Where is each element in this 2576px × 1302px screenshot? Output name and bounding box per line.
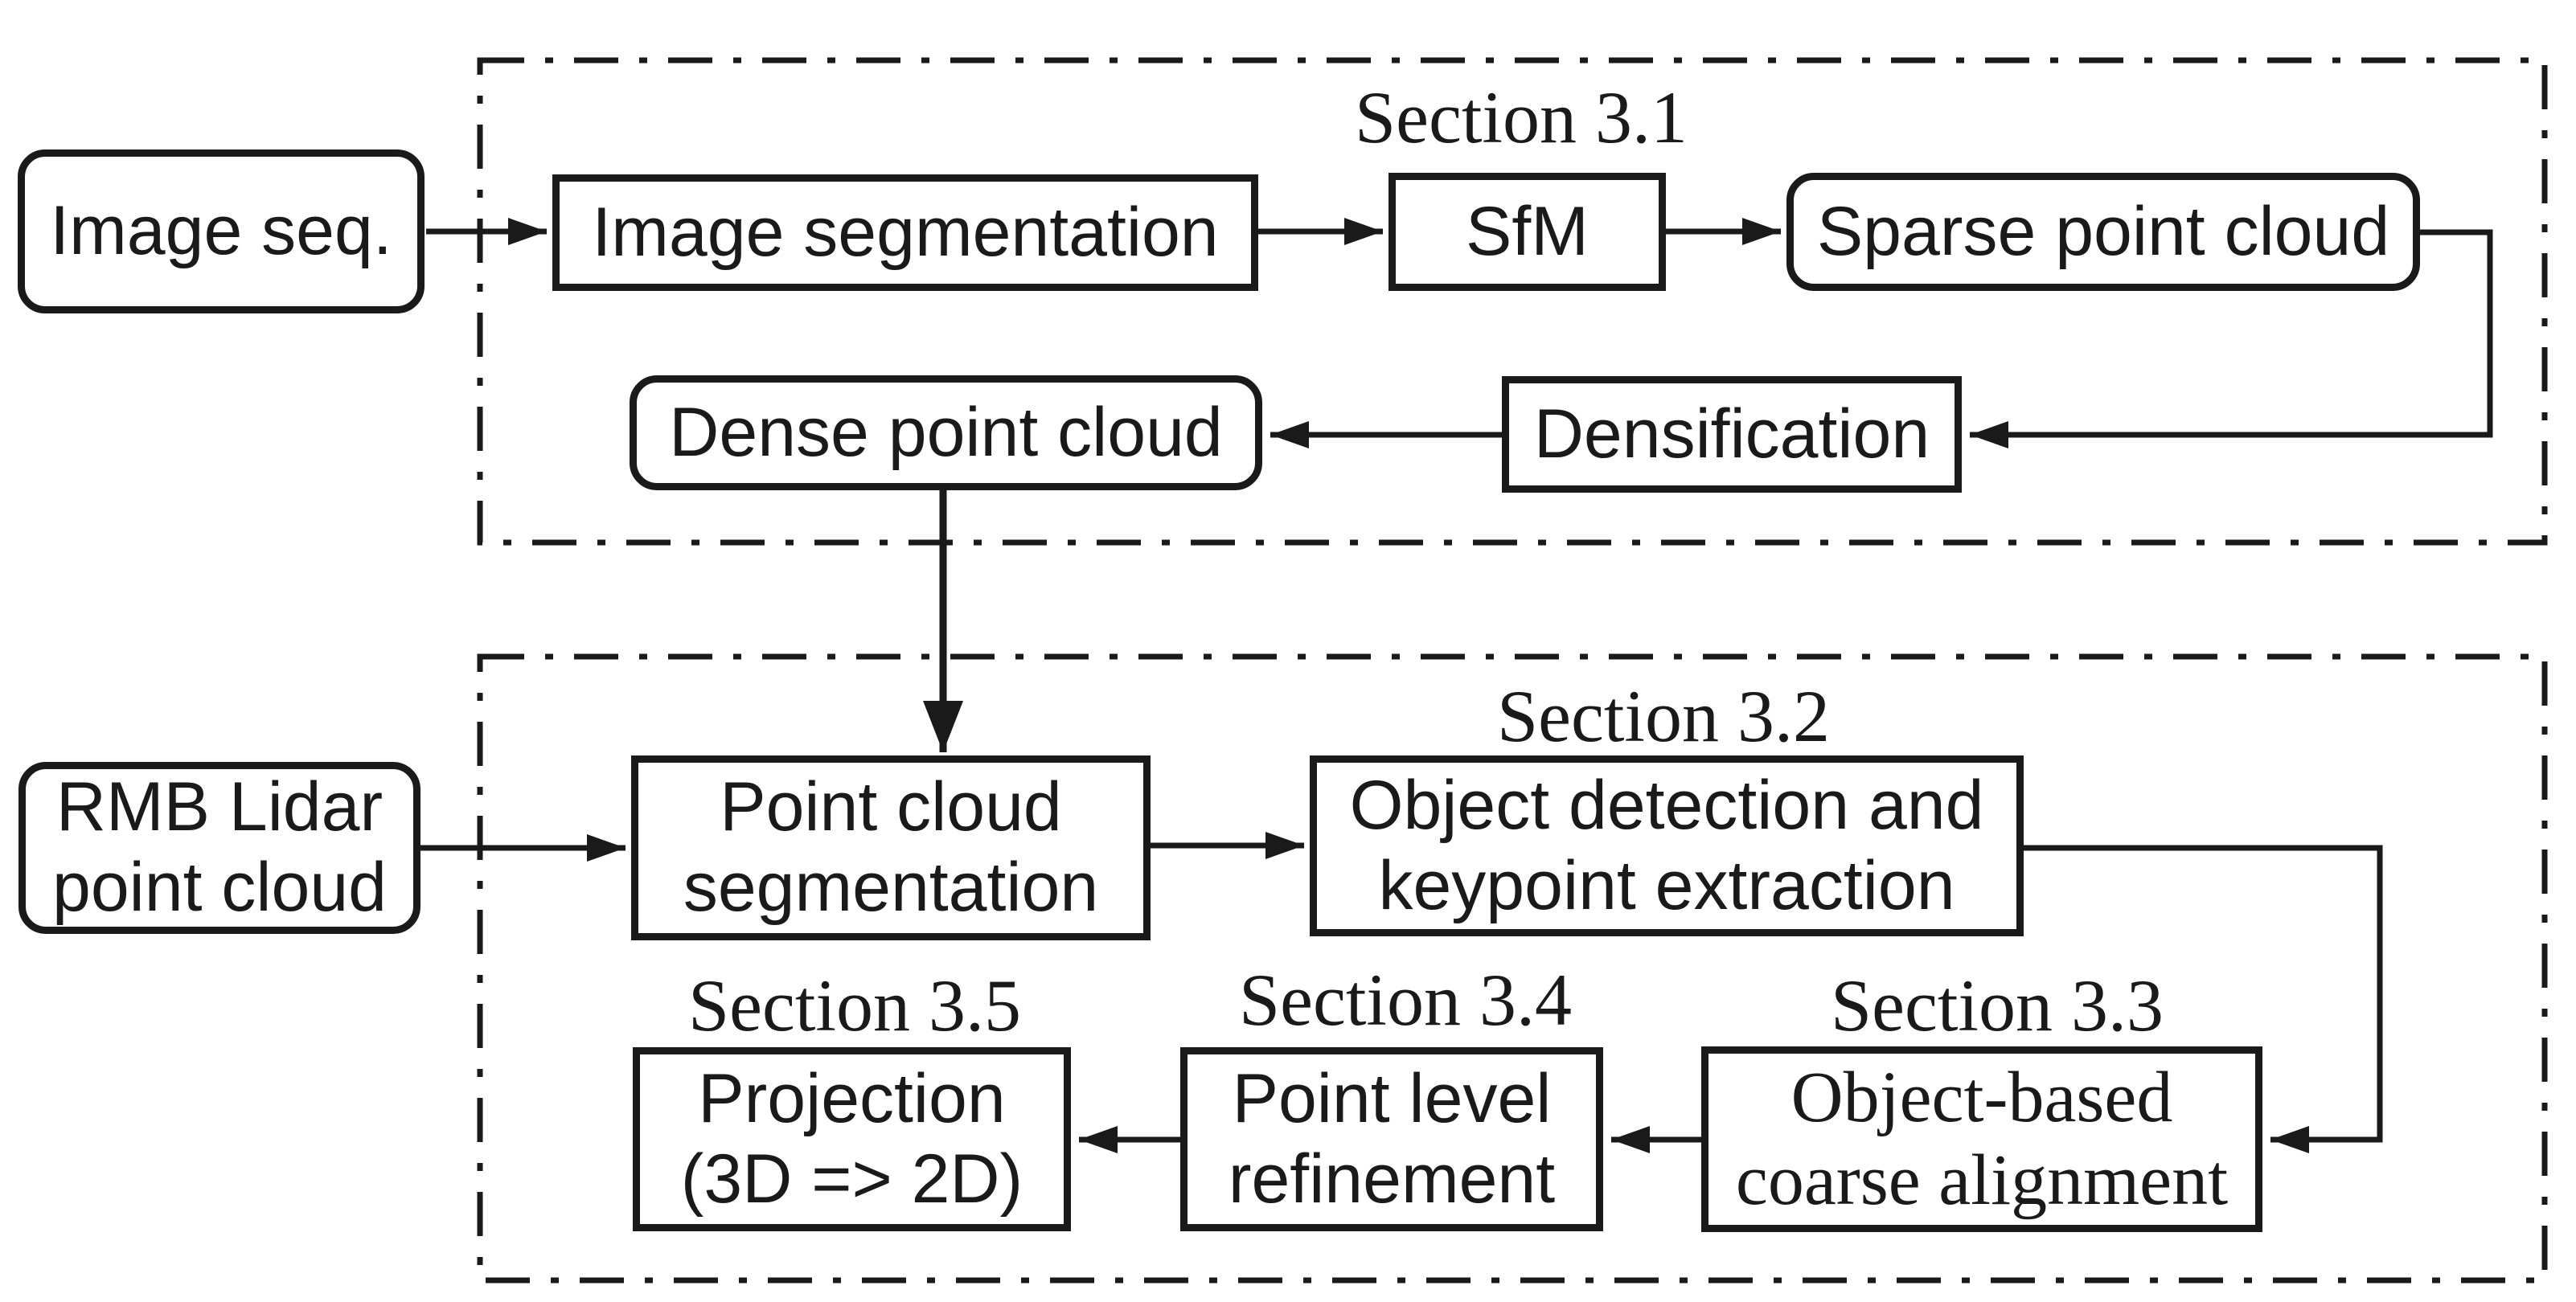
node-image-seq: Image seq. [18, 149, 425, 313]
node-point-cloud-segmentation: Point cloud segmentation [631, 755, 1151, 940]
node-image-segmentation: Image segmentation [552, 174, 1258, 291]
section-3-2-label: Section 3.2 [1497, 675, 1830, 757]
node-point-level-refinement: Point level refinement [1180, 1047, 1603, 1231]
node-rmb-lidar-point-cloud: RMB Lidar point cloud [18, 762, 420, 934]
node-projection-3d-2d: Projection (3D => 2D) [633, 1047, 1071, 1231]
section-3-1-label: Section 3.1 [1355, 76, 1688, 158]
node-object-detection-keypoint-extraction: Object detection and keypoint extraction [1310, 755, 2024, 936]
node-sfm: SfM [1388, 173, 1666, 291]
sections-3-2-to-3-5-region-border [477, 653, 2548, 1284]
section-3-4-label: Section 3.4 [1239, 959, 1572, 1041]
node-dense-point-cloud: Dense point cloud [630, 375, 1262, 490]
node-object-based-coarse-alignment: Object-based coarse alignment [1701, 1046, 2262, 1232]
section-3-1-region-border [477, 57, 2548, 546]
arrow-sparse-to-densification [1970, 229, 2493, 448]
section-3-5-label: Section 3.5 [688, 964, 1021, 1046]
node-sparse-point-cloud: Sparse point cloud [1786, 173, 2420, 291]
node-densification: Densification [1502, 376, 1962, 493]
arrow-objectdetection-to-objectbased [2024, 845, 2383, 1153]
section-3-3-label: Section 3.3 [1831, 964, 2164, 1046]
